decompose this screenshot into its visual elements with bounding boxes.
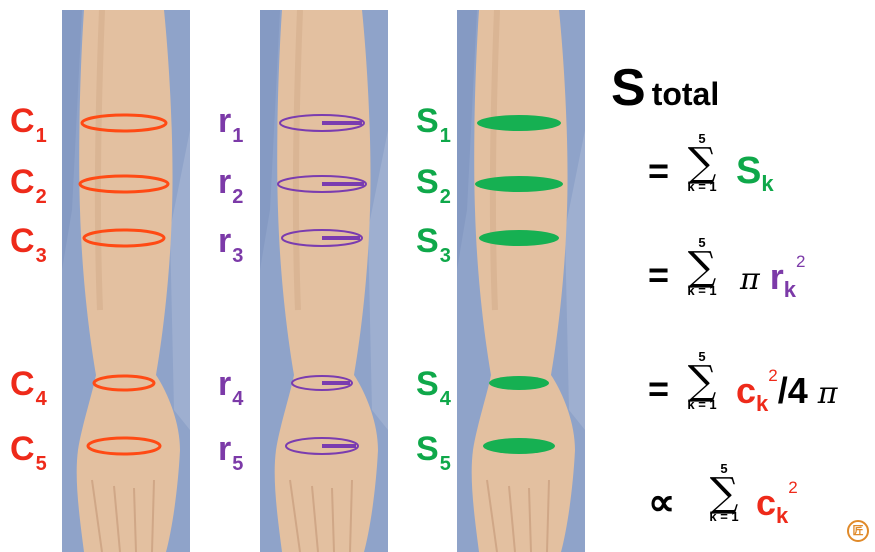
label-s3: S3 (416, 224, 451, 263)
area-disc-3 (479, 230, 559, 246)
label-s5: S5 (416, 432, 451, 471)
area-disc-2 (475, 176, 563, 192)
arm-illustration (457, 10, 585, 552)
label-r3: r3 (218, 224, 243, 263)
formula-line3-eq: = (648, 368, 669, 410)
watermark-logo: 匠 (847, 520, 869, 542)
formula-line2-eq: = (648, 254, 669, 296)
formula-line1-eq: = (648, 150, 669, 192)
sum-symbol-4: 5∑k = 1 (700, 462, 748, 524)
label-r4: r4 (218, 367, 243, 406)
sum-symbol-2: 5∑k = 1 (678, 236, 726, 298)
formula-line4-prop: ∝ (648, 480, 675, 525)
label-c1: C1 (10, 104, 47, 143)
area-disc-4 (489, 376, 549, 390)
arm-shape (77, 10, 180, 552)
arm-panel-circumference (62, 10, 190, 552)
label-s2: S2 (416, 165, 451, 204)
area-disc-1 (477, 115, 561, 131)
arm-panel-area (457, 10, 585, 552)
label-s4: S4 (416, 367, 451, 406)
area-disc-5 (483, 438, 555, 454)
label-c2: C2 (10, 165, 47, 204)
label-r2: r2 (218, 165, 243, 204)
arm-illustration (62, 10, 190, 552)
label-r1: r1 (218, 104, 243, 143)
formula-line4-term: ck2 (756, 482, 798, 524)
label-s1: S1 (416, 104, 451, 143)
formula-line3-term: ck2/4 π (736, 370, 838, 412)
label-c3: C3 (10, 224, 47, 263)
sum-symbol-3: 5∑k = 1 (678, 350, 726, 412)
formula-line1-term: Sk (736, 150, 774, 193)
arm-shape (472, 10, 575, 552)
label-r5: r5 (218, 432, 243, 471)
label-c4: C4 (10, 367, 47, 406)
arm-shape (275, 10, 378, 552)
sum-symbol-1: 5∑k = 1 (678, 132, 726, 194)
formula-line2-term: π rk2 (740, 256, 805, 298)
arm-illustration (260, 10, 388, 552)
arm-panel-radius (260, 10, 388, 552)
label-c5: C5 (10, 432, 47, 471)
